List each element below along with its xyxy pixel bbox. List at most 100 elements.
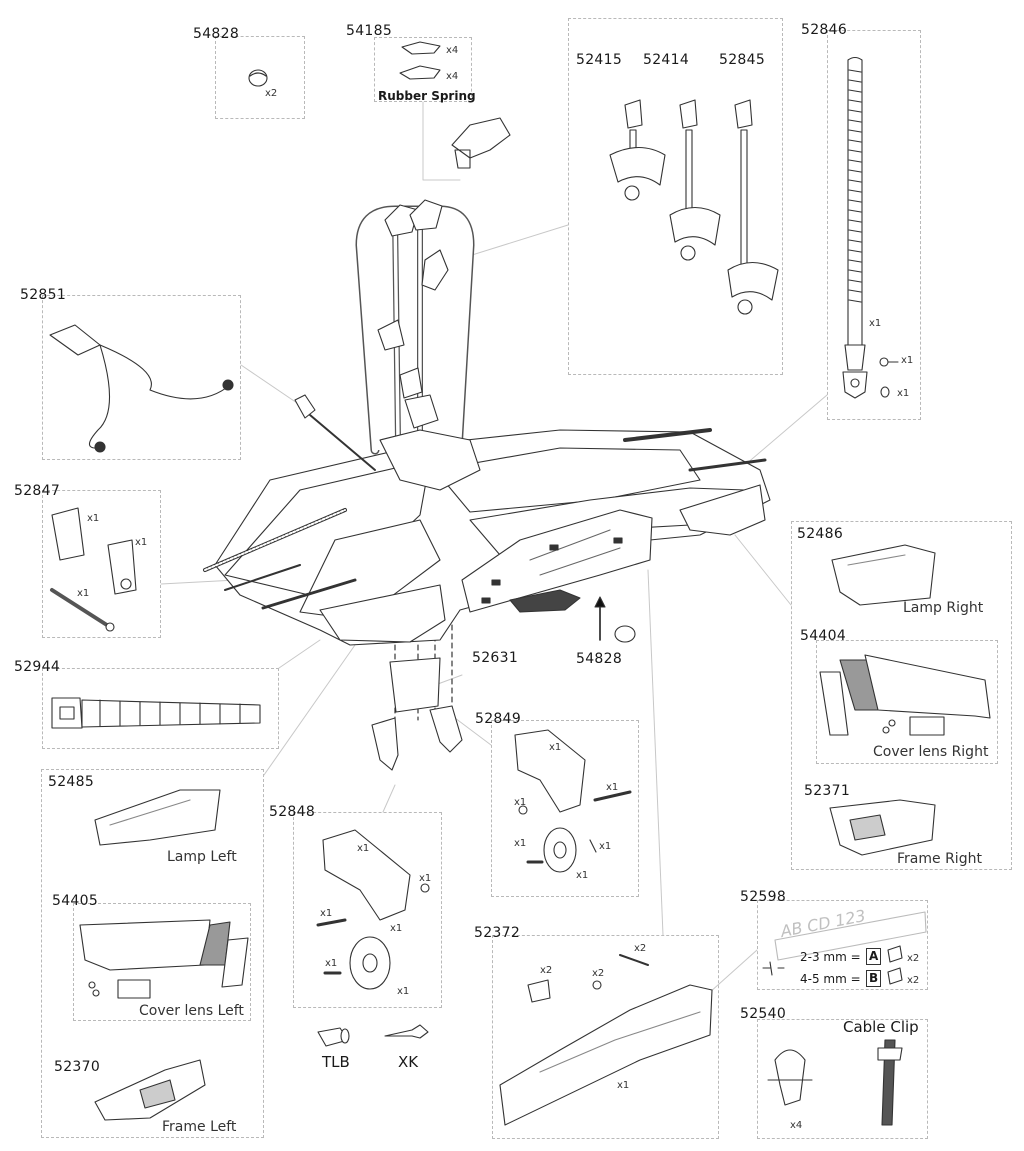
- qty-52848-nut: x1: [419, 873, 432, 884]
- qty-52848-axle: x1: [325, 958, 338, 969]
- plate-clips-52598: [762, 911, 927, 985]
- part-number-52372: 52372: [474, 925, 521, 941]
- part-number-52851: 52851: [20, 287, 67, 303]
- rubber-spring-icon: [401, 41, 441, 55]
- lamp-right-icon: [831, 544, 936, 606]
- frame-left-label: Frame Left: [162, 1119, 237, 1135]
- qty-54828: x2: [265, 88, 278, 99]
- part-number-52846: 52846: [801, 22, 848, 38]
- qty-52849-bolt: x1: [606, 782, 619, 793]
- cover-lens-right-label: Cover lens Right: [873, 744, 989, 760]
- rubber-spring-label: Rubber Spring: [378, 89, 476, 103]
- qty-52849-wheel: x1: [576, 870, 589, 881]
- qty-52372-plate: x1: [617, 1080, 630, 1091]
- tlb-label: TLB: [322, 1053, 350, 1071]
- cable-clip-52540: [767, 1039, 903, 1126]
- box-54828-top: [215, 36, 305, 119]
- box-52849: [491, 720, 639, 897]
- box-52851: [42, 295, 241, 460]
- qty-52372-screw: x2: [540, 965, 553, 976]
- frame-right-label: Frame Right: [897, 851, 982, 867]
- qty-52540: x4: [790, 1120, 803, 1131]
- lock-barrel-icon: [317, 1027, 350, 1047]
- box-52848: [293, 812, 442, 1008]
- support-52631: [389, 657, 441, 713]
- part-number-52540: 52540: [740, 1006, 787, 1022]
- main-bike-carrier: [203, 199, 771, 646]
- part-number-52631: 52631: [472, 650, 519, 666]
- qty-52372-bolt: x2: [634, 943, 647, 954]
- part-number-54405: 54405: [52, 893, 99, 909]
- key-icon: [384, 1024, 429, 1039]
- wheel-module-52849: [514, 729, 632, 873]
- letter-a-badge: A: [866, 948, 882, 965]
- qty-clip-pin: x1: [77, 588, 90, 599]
- part-number-52848: 52848: [269, 804, 316, 820]
- part-number-52845: 52845: [719, 52, 766, 68]
- cover-lens-left-label: Cover lens Left: [139, 1003, 244, 1019]
- letter-b-badge: B: [866, 970, 882, 987]
- part-number-54828: 54828: [193, 26, 240, 42]
- clips-52847: [50, 507, 137, 632]
- part-number-52414: 52414: [643, 52, 690, 68]
- part-number-52849: 52849: [475, 711, 522, 727]
- cable-52851: [49, 324, 234, 453]
- part-number-54185: 54185: [346, 23, 393, 39]
- qty-52849-screw: x1: [599, 841, 612, 852]
- qty-52849-axle: x1: [514, 838, 527, 849]
- qty-52848-body: x1: [357, 843, 370, 854]
- part-number-54404: 54404: [800, 628, 847, 644]
- box-52372: [492, 935, 719, 1139]
- qty-spring-1: x4: [446, 45, 459, 56]
- mm-a-label: 2-3 mm =: [800, 950, 861, 964]
- wheel-module-52848: [316, 829, 430, 990]
- box-right-group: [791, 521, 1012, 870]
- mm-b-label: 4-5 mm =: [800, 972, 861, 986]
- part-number-52485: 52485: [48, 774, 95, 790]
- lamp-right-label: Lamp Right: [903, 600, 984, 616]
- box-52846: [827, 30, 921, 420]
- cover-lens-left-icon: [79, 919, 249, 999]
- box-52415-52845: [568, 18, 783, 375]
- box-52847: [42, 490, 161, 638]
- xk-label: XK: [398, 1053, 419, 1071]
- part-number-52415: 52415: [576, 52, 623, 68]
- qty-52848-bolt: x1: [320, 908, 333, 919]
- box-54405: [73, 903, 251, 1021]
- qty-52598-b: x2: [907, 975, 920, 986]
- box-52944: [42, 668, 279, 749]
- part-number-54828-main: 54828: [576, 651, 623, 667]
- qty-52848-screw: x1: [390, 923, 403, 934]
- frame-holder-arms: [609, 99, 779, 315]
- lamp-left-label: Lamp Left: [167, 849, 237, 865]
- box-52598: [757, 900, 928, 990]
- number-plate-holder-52372: [499, 954, 713, 1126]
- cap-54828-icon: [248, 69, 268, 87]
- qty-rod: x1: [869, 318, 882, 329]
- part-number-52486: 52486: [797, 526, 844, 542]
- cable-clip-label: Cable Clip: [843, 1018, 919, 1036]
- qty-rod-screw: x1: [901, 355, 914, 366]
- part-number-52598: 52598: [740, 889, 787, 905]
- qty-52849-body: x1: [549, 742, 562, 753]
- threaded-rod-52846: [842, 56, 899, 399]
- box-54404: [816, 640, 998, 764]
- part-number-52370: 52370: [54, 1059, 101, 1075]
- box-52540: [757, 1019, 928, 1139]
- box-left-group: [41, 769, 264, 1138]
- lamp-left-icon: [94, 789, 221, 846]
- strap-52944: [51, 697, 261, 729]
- part-number-52371: 52371: [804, 783, 851, 799]
- qty-52598-a: x2: [907, 953, 920, 964]
- qty-52849-nut: x1: [514, 797, 527, 808]
- qty-52848-wheel: x1: [397, 986, 410, 997]
- qty-rod-washer: x1: [897, 388, 910, 399]
- qty-clip-1: x1: [87, 513, 100, 524]
- part-number-52847: 52847: [14, 483, 61, 499]
- qty-52372-nut: x2: [592, 968, 605, 979]
- qty-spring-2: x4: [446, 71, 459, 82]
- part-number-52944: 52944: [14, 659, 61, 675]
- qty-clip-2: x1: [135, 537, 148, 548]
- cover-lens-right-icon: [819, 654, 991, 736]
